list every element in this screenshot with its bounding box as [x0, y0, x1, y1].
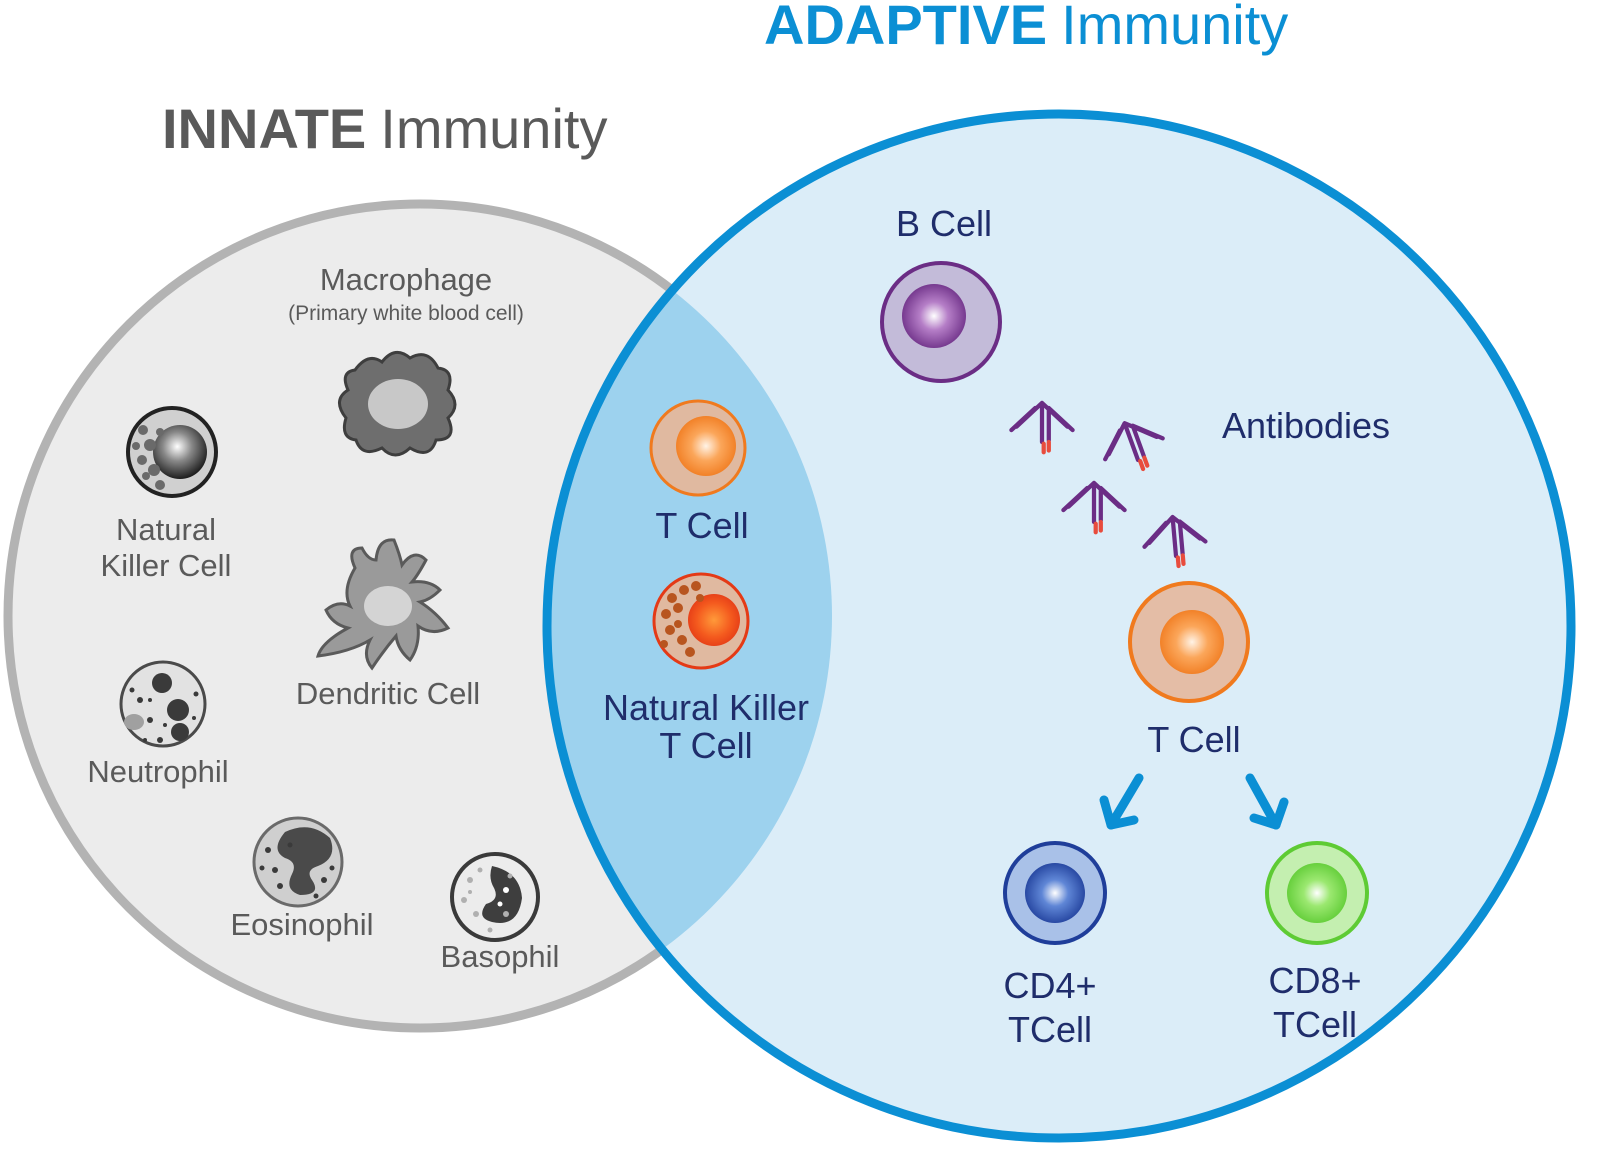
basophil-icon	[450, 852, 540, 942]
natural-killer-t-cell-label-2: T Cell	[659, 725, 752, 766]
natural-killer-t-cell-label-1: Natural Killer	[603, 687, 809, 728]
dendritic-cell-label: Dendritic Cell	[296, 676, 480, 711]
eosinophil-icon	[252, 816, 344, 908]
dendritic-cell-icon	[315, 538, 451, 671]
macrophage-note: (Primary white blood cell)	[288, 302, 524, 325]
adaptive-title-rest: Immunity	[1061, 0, 1288, 56]
adaptive-circle-outline	[542, 109, 1576, 1143]
natural-killer-cell-label-2: Killer Cell	[101, 548, 232, 583]
macrophage-label: Macrophage	[320, 262, 492, 297]
cd8-t-cell-label-1: CD8+	[1268, 960, 1361, 1001]
cd8-t-cell-icon	[1265, 841, 1369, 945]
natural-killer-t-cell-icon	[652, 572, 750, 670]
antibodies-label: Antibodies	[1222, 405, 1390, 446]
neutrophil-icon	[119, 660, 207, 748]
innate-title-bold: INNATE	[162, 97, 366, 160]
macrophage-icon	[338, 350, 457, 457]
neutrophil-label: Neutrophil	[87, 754, 228, 789]
basophil-label: Basophil	[441, 939, 560, 974]
cd4-t-cell-label-2: TCell	[1008, 1009, 1092, 1050]
innate-title-rest: Immunity	[380, 97, 607, 160]
arrow-to-cd4-icon	[1099, 773, 1144, 830]
b-cell-label: B Cell	[896, 203, 992, 244]
overlap-t-cell-icon	[649, 399, 747, 497]
natural-killer-cell-icon	[126, 406, 218, 498]
adaptive-t-cell-label: T Cell	[1147, 719, 1240, 760]
cd4-t-cell-label-1: CD4+	[1003, 965, 1096, 1006]
adaptive-t-cell-icon	[1128, 581, 1250, 703]
eosinophil-label: Eosinophil	[230, 907, 373, 942]
adaptive-title-bold: ADAPTIVE	[764, 0, 1047, 56]
arrow-to-cd8-icon	[1245, 773, 1289, 830]
b-cell-icon	[880, 261, 1002, 383]
cd4-t-cell-icon	[1003, 841, 1107, 945]
natural-killer-cell-label-1: Natural	[116, 512, 216, 547]
overlap-t-cell-label: T Cell	[655, 505, 748, 546]
cd8-t-cell-label-2: TCell	[1273, 1004, 1357, 1045]
